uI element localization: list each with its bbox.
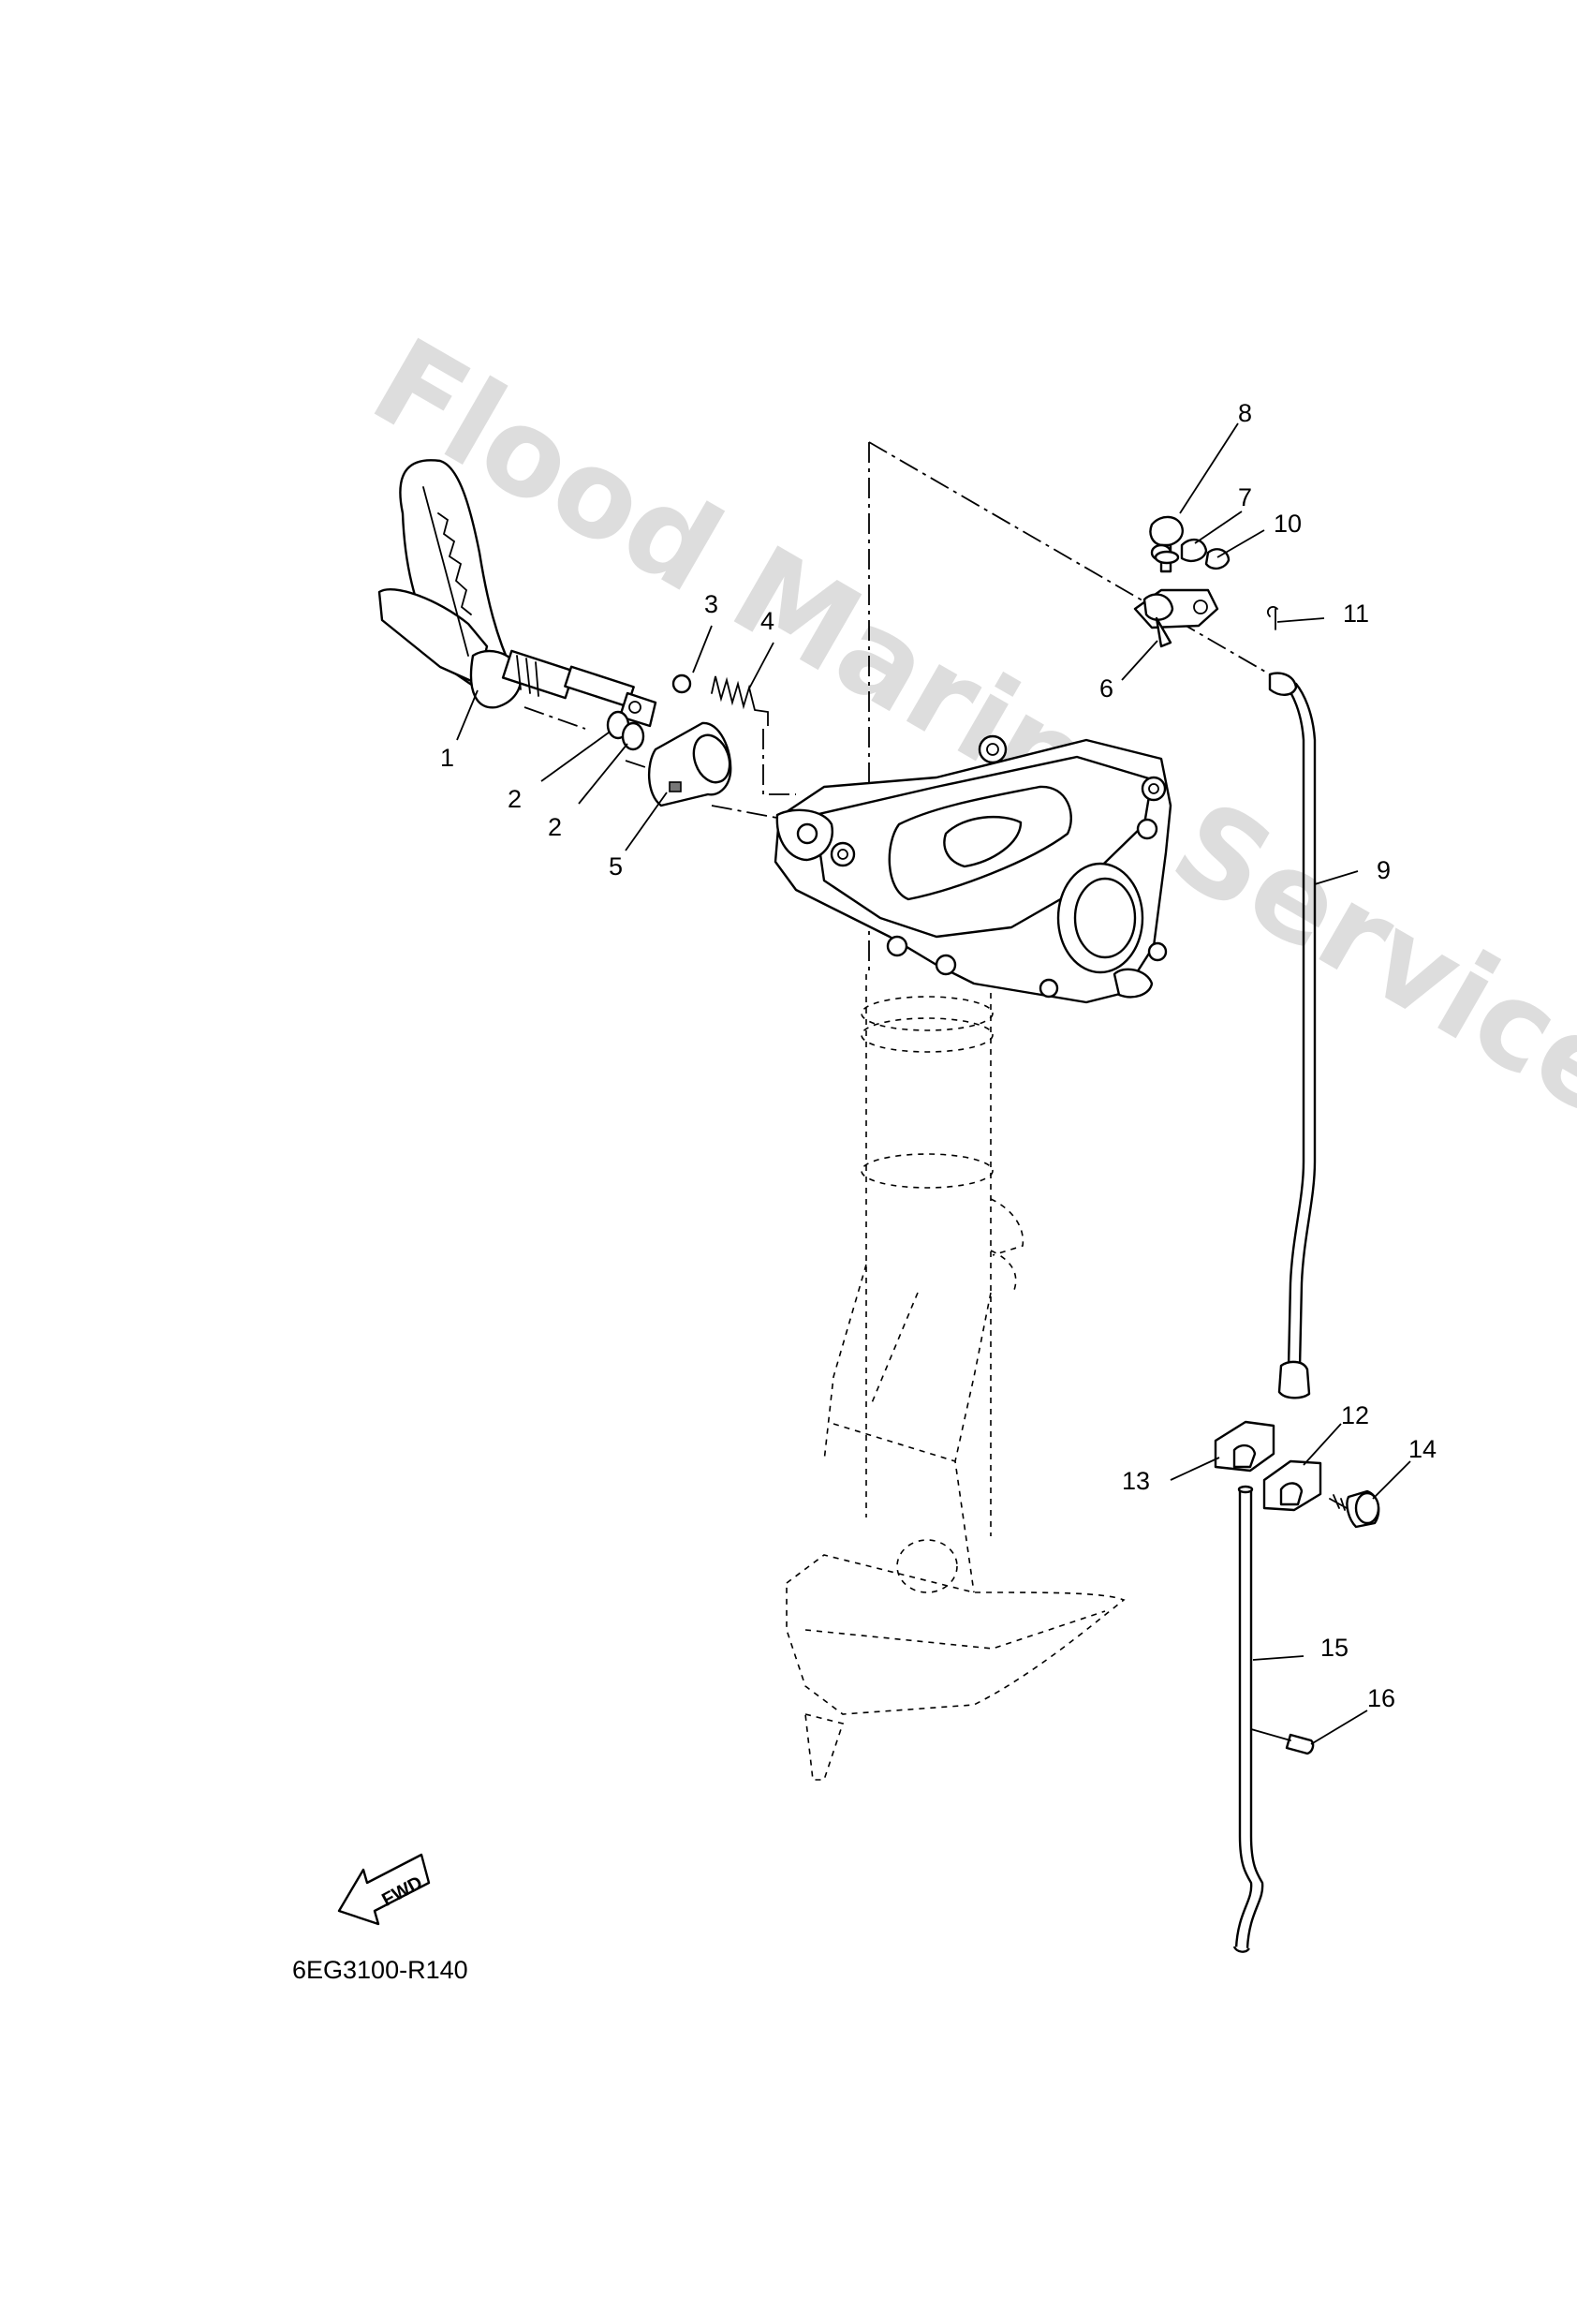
diagram-code: 6EG3100-R140 xyxy=(292,1956,468,1984)
callout-6: 6 xyxy=(1099,674,1113,703)
callout-3: 3 xyxy=(704,590,718,618)
callout-2b: 2 xyxy=(548,813,562,841)
callouts: 1 2 2 3 4 5 6 7 8 9 10 11 12 13 14 15 16 xyxy=(440,399,1437,1745)
callout-14: 14 xyxy=(1408,1435,1437,1463)
callout-12: 12 xyxy=(1341,1401,1369,1429)
rod-clamp xyxy=(1214,1420,1322,1512)
fwd-arrow-icon: FWD xyxy=(337,1853,431,1926)
upper-rod xyxy=(1268,672,1317,1399)
callout-5: 5 xyxy=(609,852,623,881)
drive-shaft-housing xyxy=(786,974,1126,1781)
callout-8: 8 xyxy=(1238,399,1252,427)
callout-2a: 2 xyxy=(508,785,522,813)
callout-15: 15 xyxy=(1320,1634,1349,1662)
clamp-bolt xyxy=(1329,1489,1380,1529)
callout-13: 13 xyxy=(1122,1467,1150,1495)
pin-11 xyxy=(1266,605,1278,630)
callout-16: 16 xyxy=(1367,1684,1395,1712)
bracket-assembly xyxy=(1133,515,1231,648)
tiller-handle xyxy=(377,459,657,728)
callout-11: 11 xyxy=(1343,600,1369,628)
callout-10: 10 xyxy=(1274,510,1302,538)
callout-1: 1 xyxy=(440,744,454,772)
bottom-cowling-bracket xyxy=(774,734,1172,1004)
sleeve xyxy=(647,721,732,807)
ball xyxy=(671,674,692,694)
watermark-text: Flood Marine Services xyxy=(350,312,1577,1180)
spring xyxy=(711,675,769,726)
pin-16 xyxy=(1250,1728,1315,1755)
callout-9: 9 xyxy=(1377,856,1391,884)
callout-4: 4 xyxy=(760,607,774,635)
callout-7: 7 xyxy=(1238,483,1252,511)
lower-rod xyxy=(1232,1485,1264,1953)
o-rings xyxy=(606,710,645,751)
